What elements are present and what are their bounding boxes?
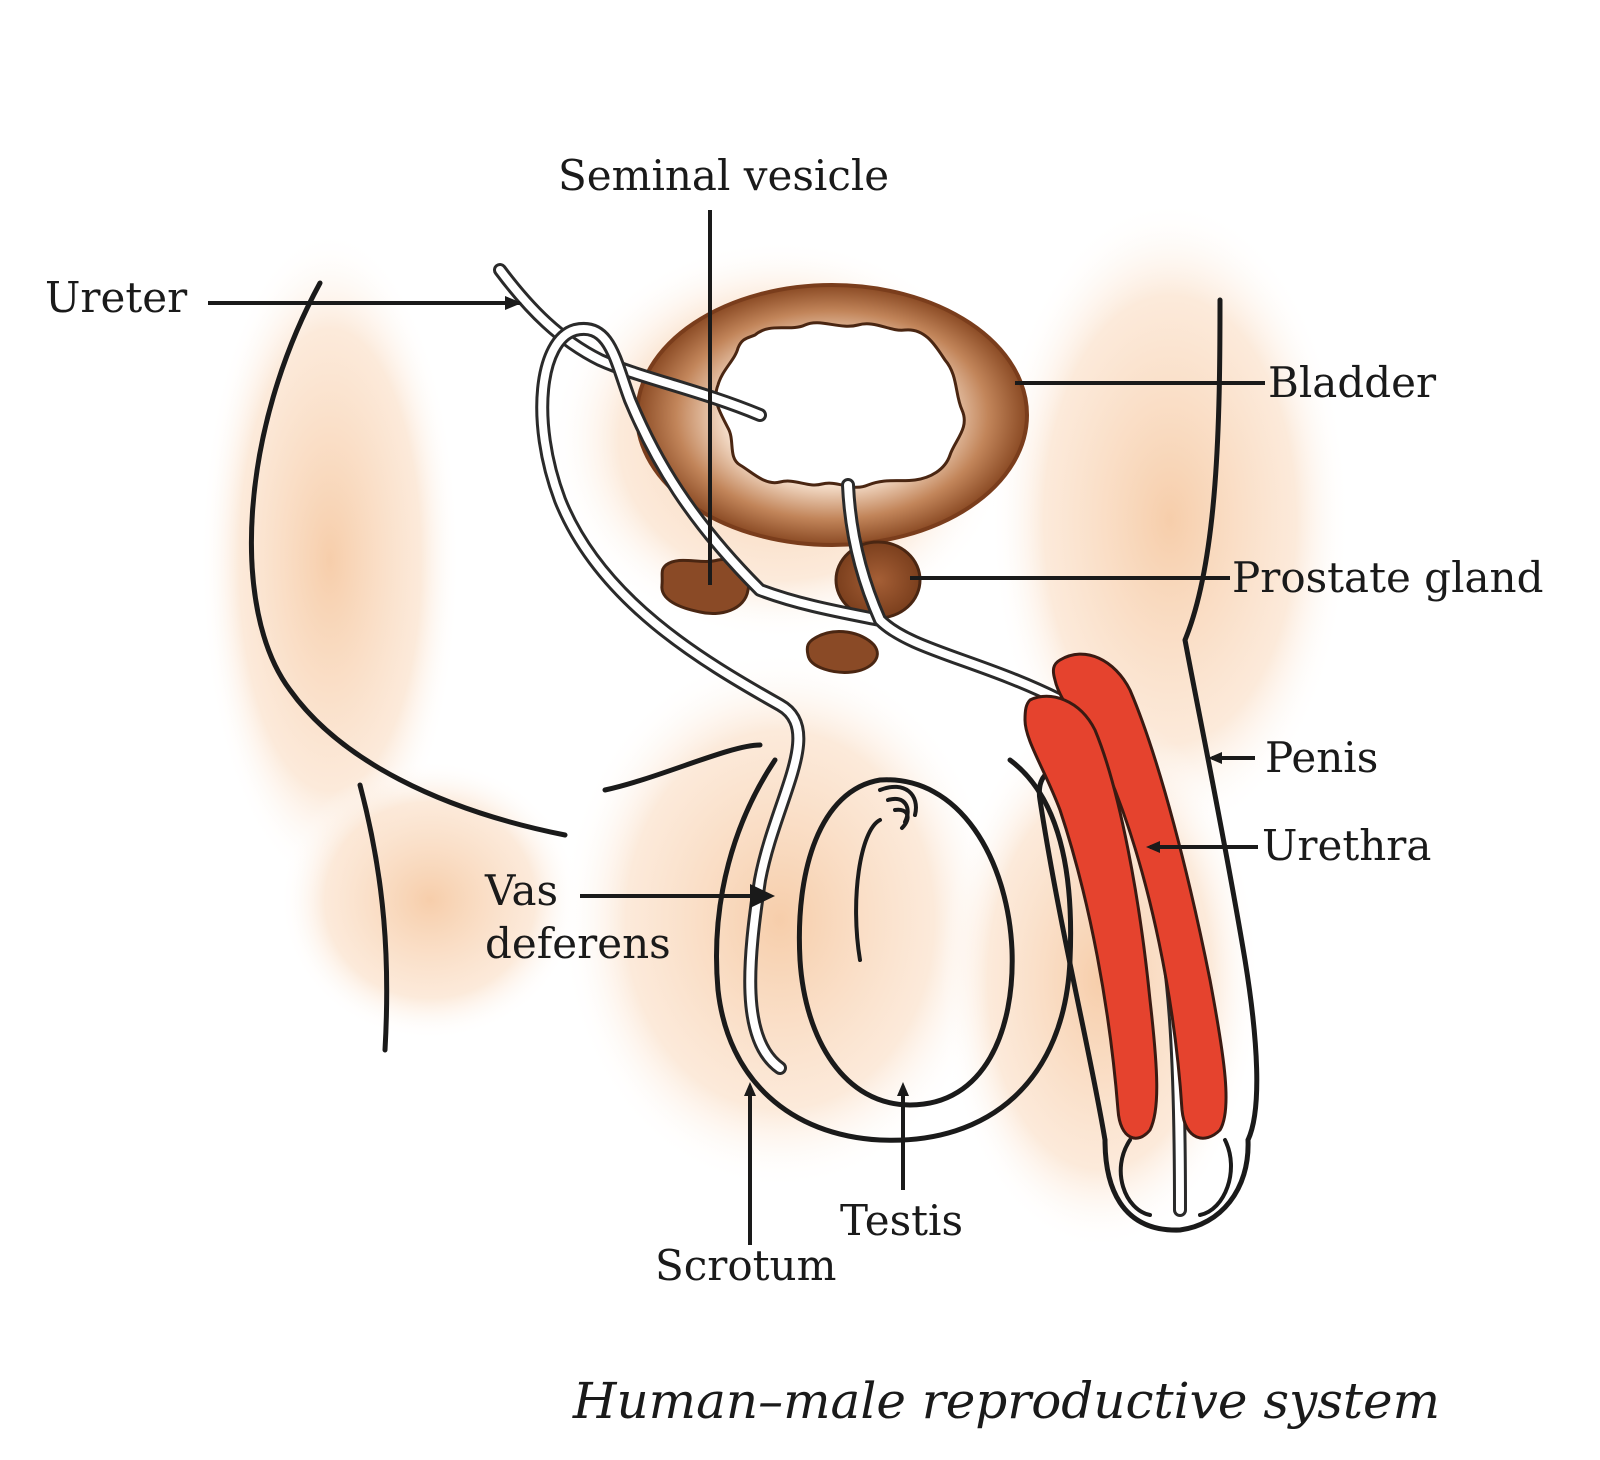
vas-deferens-arrowhead xyxy=(750,884,775,908)
label-bladder: Bladder xyxy=(1268,358,1437,407)
body-outline xyxy=(249,280,1260,1233)
erectile-tissue xyxy=(1023,652,1228,1140)
testis-arrowhead xyxy=(897,1082,909,1096)
bladder xyxy=(635,283,1029,547)
label-urethra: Urethra xyxy=(1262,821,1431,870)
leader-lines xyxy=(208,210,1265,1245)
label-prostate-gland: Prostate gland xyxy=(1232,553,1543,602)
scrotum-arrowhead xyxy=(744,1082,756,1096)
scrotum xyxy=(714,757,1074,1143)
label-testis: Testis xyxy=(840,1196,963,1245)
label-penis: Penis xyxy=(1265,733,1378,782)
label-scrotum: Scrotum xyxy=(655,1241,836,1290)
labels: Seminal vesicle Ureter Bladder Prostate … xyxy=(45,151,1543,1290)
label-vas: Vas xyxy=(484,866,558,915)
diagram-title: Human–male reproductive system xyxy=(572,1372,1440,1430)
penis-arrowhead xyxy=(1208,752,1222,764)
urethra-arrowhead xyxy=(1146,841,1160,853)
testis xyxy=(796,777,1015,1108)
label-ureter: Ureter xyxy=(45,273,188,322)
ureter-arrowhead xyxy=(505,296,522,310)
label-seminal-vesicle: Seminal vesicle xyxy=(558,151,889,200)
label-deferens: deferens xyxy=(485,919,671,968)
